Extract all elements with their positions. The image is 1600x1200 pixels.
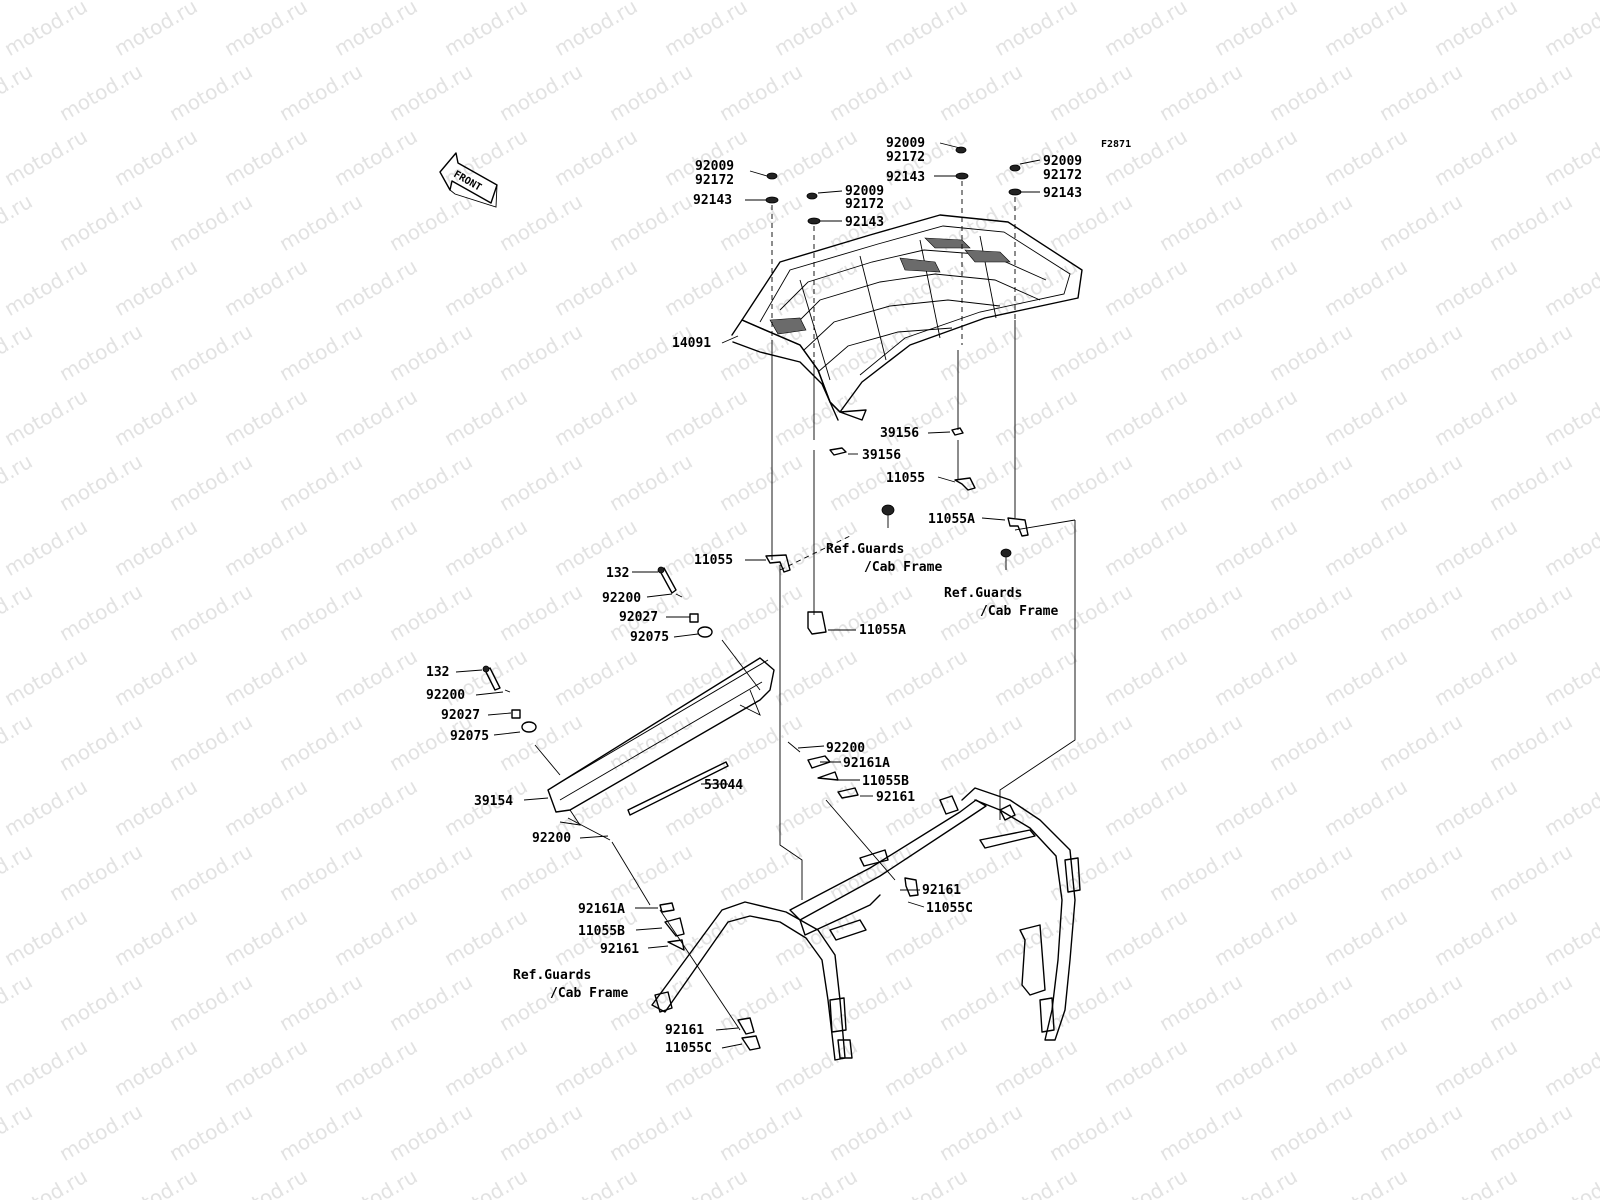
label-14091: 14091 [672,336,711,351]
label-39156: 39156 [862,448,901,463]
label-92161A: 92161A [843,756,890,771]
label-92009: 92009 [845,184,884,199]
label-11055B: 11055B [578,924,625,939]
label-92161: 92161 [922,883,961,898]
label-cab-frame: /Cab Frame [550,986,628,1001]
label-92200: 92200 [426,688,465,703]
label-92200: 92200 [826,741,865,756]
front-arrow-icon: FRONT [439,152,498,208]
leader-lines [455,142,1041,1049]
assembly-lines [771,181,1076,900]
label-92172: 92172 [695,173,734,188]
label-132: 132 [426,665,449,680]
label-92143: 92143 [886,170,925,185]
label-92161: 92161 [665,1023,704,1038]
front-visor [547,657,775,826]
part-labels: 92009 92172 92143 92009 92172 92143 9200… [426,136,1082,1056]
label-cab-frame: /Cab Frame [980,604,1058,619]
label-11055C: 11055C [665,1041,712,1056]
label-ref-guards: Ref.Guards [944,586,1022,601]
label-11055A: 11055A [859,623,906,638]
label-92009: 92009 [695,159,734,174]
label-92027: 92027 [441,708,480,723]
label-ref-guards: Ref.Guards [826,542,904,557]
label-11055: 11055 [886,471,925,486]
label-92200: 92200 [602,591,641,606]
label-39156: 39156 [880,426,919,441]
label-92143: 92143 [693,193,732,208]
label-39154: 39154 [474,794,513,809]
label-92009: 92009 [1043,154,1082,169]
visor-fasteners [482,566,761,1031]
label-92161A: 92161A [578,902,625,917]
label-11055B: 11055B [862,774,909,789]
label-cab-frame: /Cab Frame [864,560,942,575]
label-92200: 92200 [532,831,571,846]
label-53044: 53044 [704,778,743,793]
label-92161: 92161 [600,942,639,957]
label-92075: 92075 [450,729,489,744]
figure-id: F2871 [1101,139,1131,150]
fastener-group-a [765,146,1022,225]
label-ref-guards: Ref.Guards [513,968,591,983]
label-92143: 92143 [1043,186,1082,201]
label-92027: 92027 [619,610,658,625]
label-92075: 92075 [630,630,669,645]
cab-frame [651,787,1081,1061]
label-132: 132 [606,566,629,581]
label-11055C: 11055C [926,901,973,916]
right-fasteners [659,741,919,1051]
label-92172: 92172 [1043,168,1082,183]
label-11055A: 11055A [928,512,975,527]
seal-strip [627,761,729,816]
label-92161: 92161 [876,790,915,805]
label-92143: 92143 [845,215,884,230]
roof-panel [731,214,1083,421]
brackets [765,427,1029,635]
label-92172: 92172 [886,150,925,165]
label-92172: 92172 [845,197,884,212]
label-92009: 92009 [886,136,925,151]
label-11055: 11055 [694,553,733,568]
